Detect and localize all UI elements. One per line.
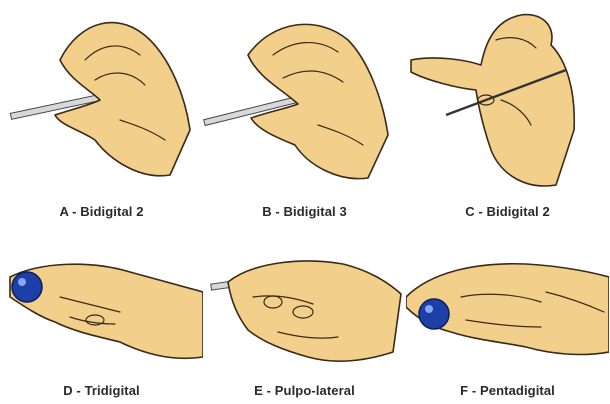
hand-e-illustration [203,202,406,382]
panel-e-label: E - Pulpo-lateral [203,383,406,398]
panel-e: E - Pulpo-lateral [203,202,406,404]
hand-b [248,24,388,178]
hand-c-illustration [406,0,609,200]
hand-e [228,261,401,361]
panel-b: B - Bidigital 3 [203,0,406,202]
hand-f-illustration [406,202,609,382]
hand-d-illustration [0,202,203,382]
panel-c: C - Bidigital 2 [406,0,609,202]
panel-f-label: F - Pentadigital [406,383,609,398]
panel-d-label: D - Tridigital [0,383,203,398]
blue-ball [12,272,42,302]
hand-c [411,15,574,186]
hand-a-illustration [0,0,203,200]
hand-b-illustration [203,0,406,200]
panel-f: F - Pentadigital [406,202,609,404]
blue-ball [419,299,449,329]
panel-a: A - Bidigital 2 [0,0,203,202]
panel-d: D - Tridigital [0,202,203,404]
